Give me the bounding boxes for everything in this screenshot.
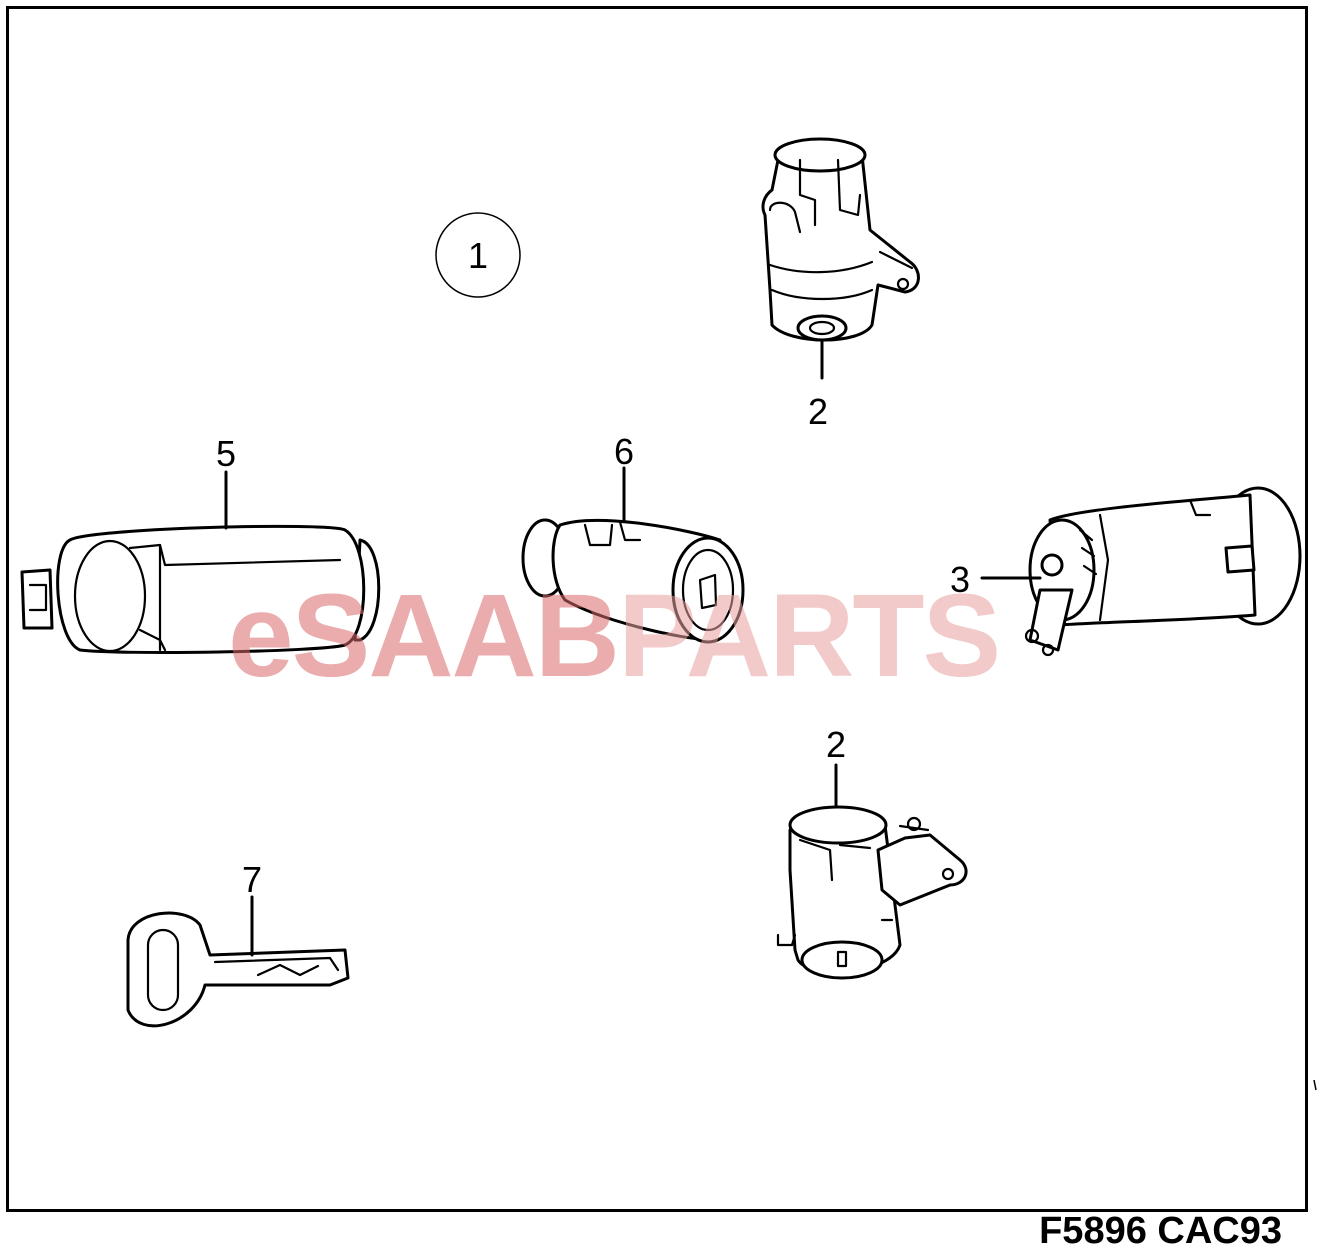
- callout-7-label: 7: [242, 859, 262, 900]
- part-3-lock-assembly[interactable]: [980, 486, 1302, 657]
- callout-1-group: 1: [435, 212, 521, 298]
- part-2-top-lock-cylinder[interactable]: [761, 137, 920, 380]
- callout-2-top-label: 2: [808, 391, 828, 432]
- callout-6-label: 6: [614, 431, 634, 472]
- callout-1-label: 1: [468, 235, 488, 276]
- callout-5-label: 5: [216, 433, 236, 474]
- callout-3-label: 3: [950, 559, 970, 600]
- drawing-code: F5896 CAC93: [1039, 1210, 1282, 1252]
- diagram-frame: [6, 6, 1308, 1212]
- edge-tick-mark: [1313, 1079, 1317, 1091]
- part-2-bottom-lock-cylinder[interactable]: [776, 763, 968, 980]
- part-6-lock-cylinder[interactable]: [521, 466, 745, 644]
- part-5-cylinder-housing[interactable]: [20, 470, 381, 654]
- callout-2-bottom-label: 2: [826, 724, 846, 765]
- part-7-key[interactable]: [126, 895, 350, 1028]
- callout-1-circle: [435, 212, 521, 298]
